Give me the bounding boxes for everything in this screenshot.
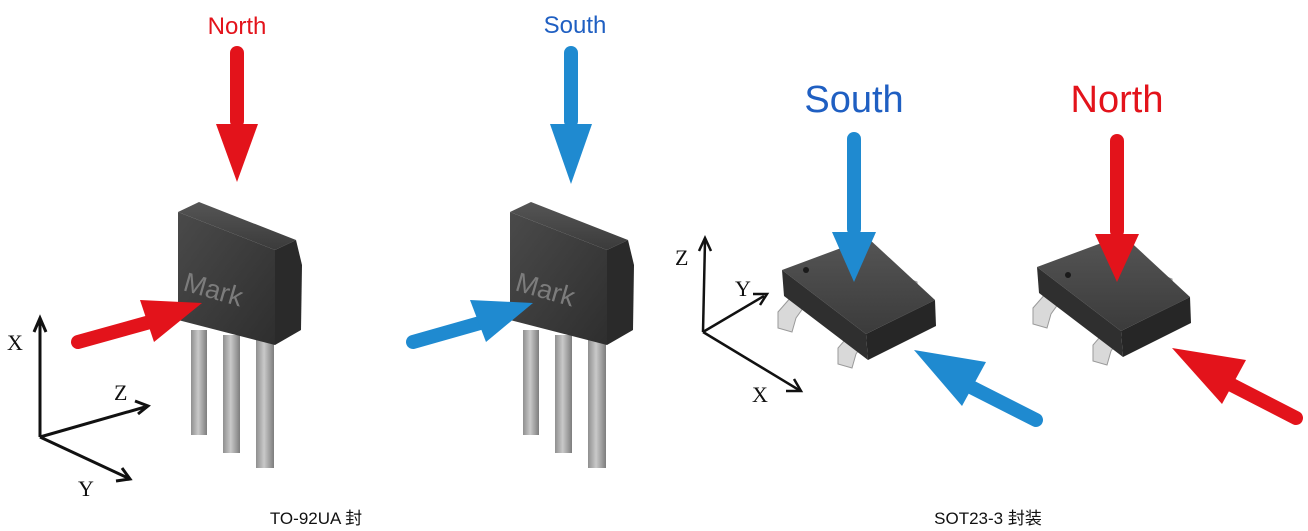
north-side-arrow	[1172, 348, 1303, 425]
axis-y-label: Y	[78, 476, 94, 501]
sot23-package-south	[777, 238, 936, 369]
axis-y-label: Y	[735, 276, 751, 301]
south-label: South	[804, 79, 903, 121]
north-label: North	[208, 13, 267, 40]
south-side-arrow	[914, 350, 1043, 427]
caption-sot23: SOT23-3 封装	[934, 509, 1042, 528]
north-label: North	[1071, 79, 1164, 121]
caption-to92: TO-92UA 封	[270, 509, 362, 528]
south-vertical-arrow	[550, 46, 592, 184]
north-vertical-arrow	[216, 46, 258, 182]
to92-axes	[32, 314, 151, 483]
to92-package-south: Mark	[510, 202, 634, 468]
south-vertical-arrow	[832, 132, 876, 282]
axis-z-label: Z	[114, 380, 127, 405]
south-side-arrow	[406, 300, 533, 349]
to92-leads	[191, 330, 274, 468]
to92-package-north: Mark	[178, 202, 302, 468]
south-label: South	[544, 12, 607, 39]
axis-z-label: Z	[675, 245, 688, 270]
axis-x-label: X	[7, 330, 23, 355]
to92-leads	[523, 330, 606, 468]
north-vertical-arrow	[1095, 134, 1139, 282]
north-side-arrow	[71, 300, 202, 349]
sot23-axes	[697, 235, 804, 393]
sot23-package-north	[1032, 235, 1191, 366]
axis-x-label: X	[752, 382, 768, 407]
